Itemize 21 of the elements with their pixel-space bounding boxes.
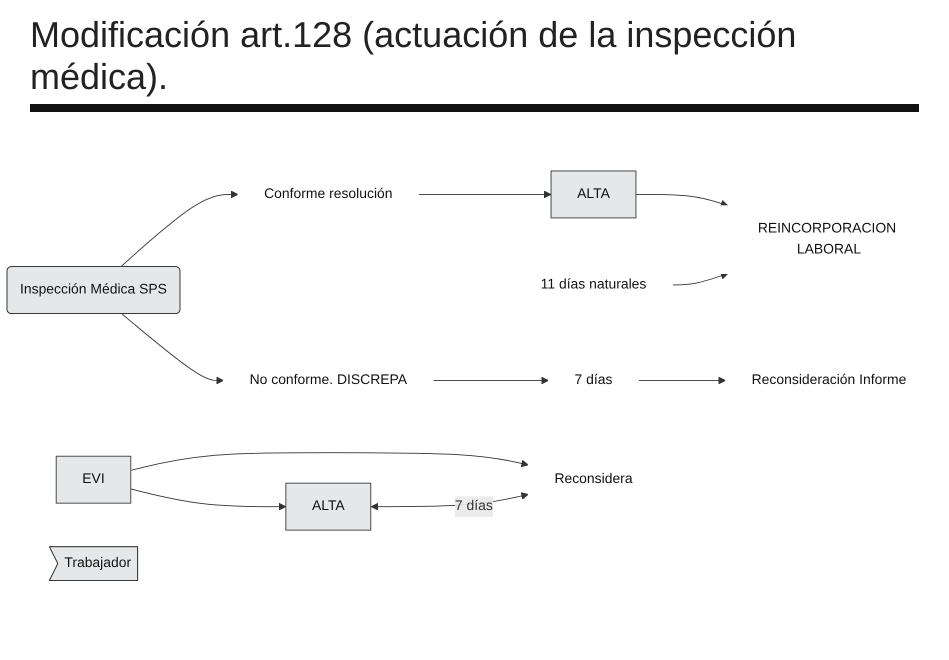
arrow xyxy=(418,190,552,198)
node-text: Conforme resolución xyxy=(264,186,393,202)
arrow xyxy=(122,314,224,385)
node-text: Reconsidera xyxy=(554,472,633,487)
node-box: ALTA xyxy=(550,170,636,219)
arrow xyxy=(672,272,728,286)
node-text: No conforme. DISCREPA xyxy=(250,372,408,388)
node-text: Reconsideración Informe xyxy=(752,372,906,388)
arrow xyxy=(432,376,549,385)
arrow xyxy=(130,452,529,472)
node-text: 11 días naturales xyxy=(540,277,646,292)
node-text: 7 días xyxy=(574,372,612,388)
arrow xyxy=(636,194,728,208)
arrow xyxy=(120,190,238,268)
node-text: REINCORPORACION LABORAL xyxy=(758,222,896,258)
arrow xyxy=(130,488,286,511)
node-box: ALTA xyxy=(285,482,372,531)
edge-label: 7 días xyxy=(454,499,493,514)
node-box: EVI xyxy=(56,456,132,504)
slide-title: Modificación art.128 (actuación de la inspección médica). xyxy=(30,14,919,112)
arrow xyxy=(638,376,726,385)
